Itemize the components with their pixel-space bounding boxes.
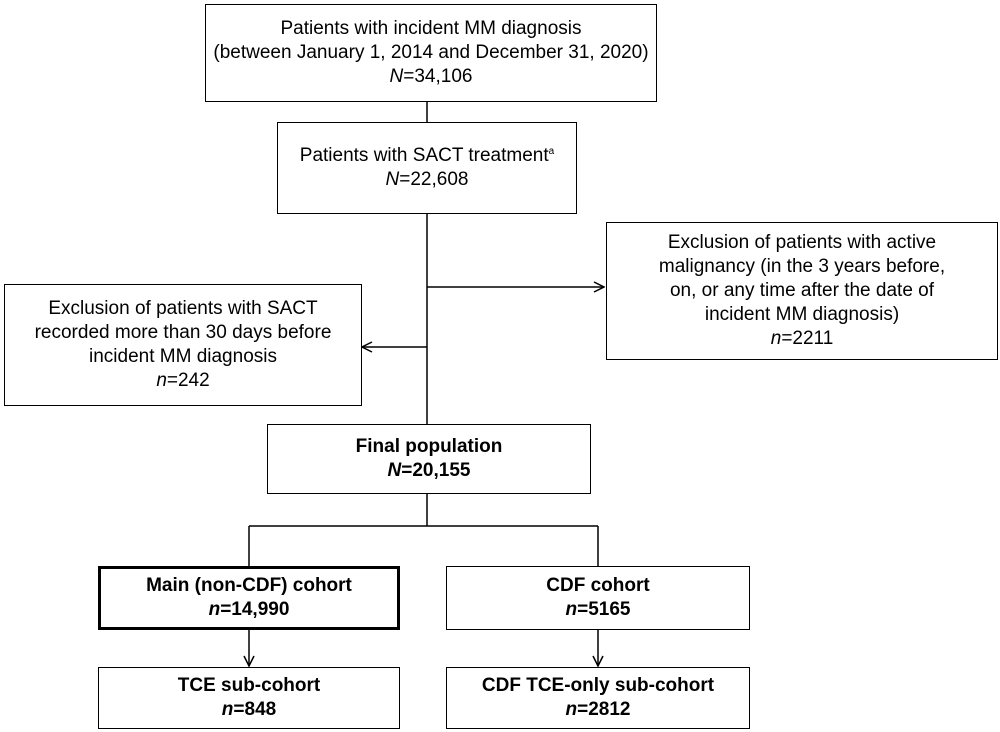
exclusion-sact-box: Exclusion of patients with SACT recorded… [4, 284, 362, 406]
incident-mm-count: N=34,106 [389, 66, 473, 87]
cdf-tce-sub-cohort-title: CDF TCE-only sub-cohort [481, 675, 715, 696]
exclusion-malignancy-line-1: Exclusion of patients with active [667, 232, 937, 253]
cdf-cohort-box: CDF cohort n=5165 [446, 566, 750, 630]
sact-treatment-count: N=22,608 [385, 169, 469, 190]
tce-sub-cohort-box: TCE sub-cohort n=848 [98, 667, 400, 729]
exclusion-malignancy-line-2: malignancy (in the 3 years before, [658, 256, 946, 277]
main-cohort-box: Main (non-CDF) cohort n=14,990 [98, 566, 400, 630]
exclusion-malignancy-line-3: on, or any time after the date of [669, 280, 935, 301]
exclusion-sact-line-3: incident MM diagnosis [89, 346, 277, 367]
exclusion-sact-line-1: Exclusion of patients with SACT [48, 298, 318, 319]
final-population-count: N=20,155 [387, 460, 471, 481]
main-cohort-title: Main (non-CDF) cohort [146, 575, 352, 596]
final-population-box: Final population N=20,155 [267, 424, 591, 494]
incident-mm-box: Patients with incident MM diagnosis (bet… [205, 4, 657, 102]
cdf-cohort-count: n=5165 [565, 599, 631, 620]
incident-mm-line-1: Patients with incident MM diagnosis [280, 18, 582, 39]
tce-sub-cohort-count: n=848 [221, 699, 277, 720]
exclusion-malignancy-line-4: incident MM diagnosis) [704, 304, 900, 325]
cdf-tce-sub-cohort-box: CDF TCE-only sub-cohort n=2812 [446, 667, 750, 729]
exclusion-malignancy-count: n=2211 [770, 328, 834, 349]
sact-treatment-line-1: Patients with SACT treatmenta [299, 145, 555, 166]
exclusion-sact-count: n=242 [156, 370, 210, 391]
sact-treatment-box: Patients with SACT treatmenta N=22,608 [277, 122, 577, 214]
exclusion-sact-line-2: recorded more than 30 days before [34, 322, 332, 343]
exclusion-malignancy-box: Exclusion of patients with active malign… [606, 222, 998, 360]
cdf-cohort-title: CDF cohort [546, 575, 650, 596]
tce-sub-cohort-title: TCE sub-cohort [177, 675, 321, 696]
footnote-marker: a [548, 146, 555, 157]
incident-mm-line-2: (between January 1, 2014 and December 31… [213, 42, 649, 63]
final-population-title: Final population [355, 436, 503, 457]
main-cohort-count: n=14,990 [208, 599, 290, 620]
cdf-tce-sub-cohort-count: n=2812 [565, 699, 631, 720]
